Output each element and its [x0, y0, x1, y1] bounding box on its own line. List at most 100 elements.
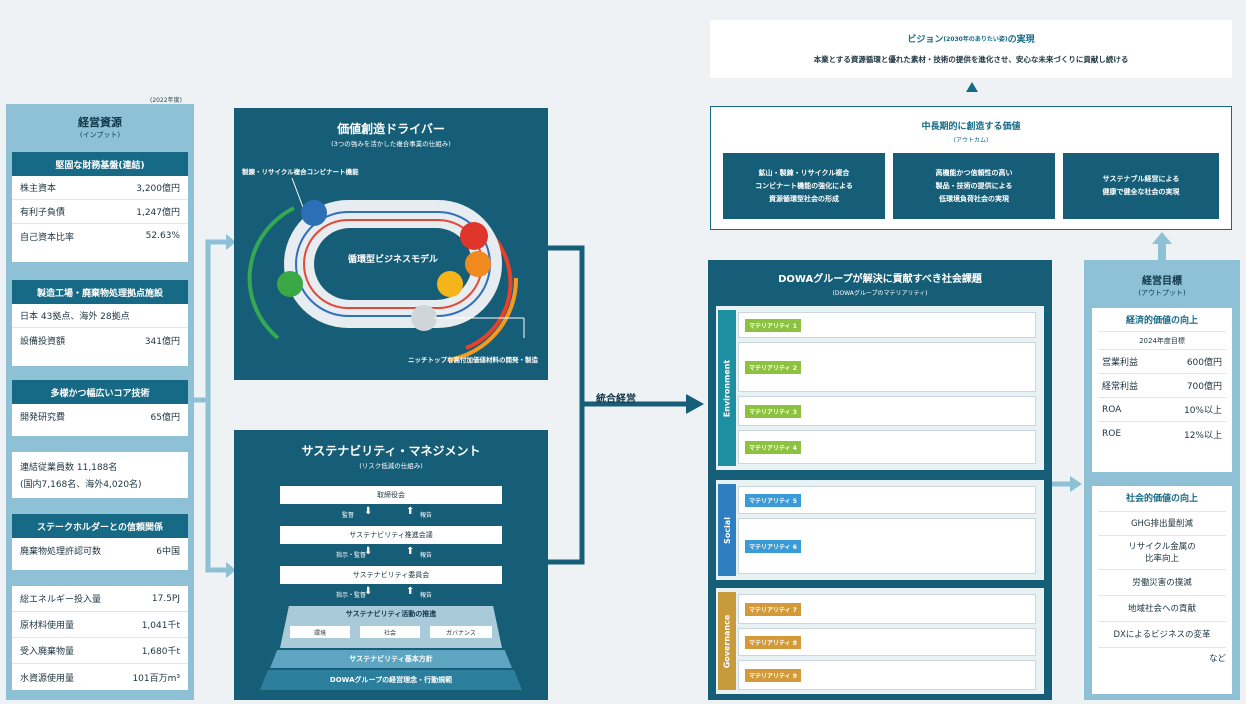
council-box: サステナビリティ推進会議 [280, 526, 502, 544]
social-item-etc: など [1208, 654, 1226, 664]
up-arrow-icon [1152, 232, 1172, 262]
materiality-text: 環境保全 [899, 441, 936, 452]
report-label: 報告 [420, 512, 433, 519]
business-model-label: 循環型ビジネスモデル [347, 255, 438, 265]
materiality-text: 社会リスク・環境リスクを低減する [846, 355, 990, 365]
materiality-panel: DOWAグループが解決に貢献すべき社会課題 (DOWAグループのマテリアリティ)… [708, 260, 1052, 700]
driver-title: 価値創造ドライバー [337, 122, 445, 136]
driver-bottom-label: ニッチトップな高付加価値材料の開発・製造 [408, 356, 538, 364]
outcome-card: 高機能かつ信頼性の高い製品・技術の提供による低環境負荷社会の実現 [893, 153, 1055, 219]
item-value: 101百万m³ [132, 673, 180, 684]
rd-box: 多様かつ幅広いコア技術 開発研究費 65億円 [12, 380, 188, 436]
goal-label: ROE [1102, 429, 1122, 439]
goals-subtitle: (アウトプット) [1138, 289, 1186, 297]
node-gray [411, 305, 437, 331]
outcome-subtitle: (アウトカム) [953, 137, 989, 144]
vision-title: ビジョン(2030年のありたい姿)の実現 [710, 32, 1232, 45]
financial-header: 堅固な財務基盤(連結) [12, 152, 188, 176]
rd-header: 多様かつ幅広いコア技術 [12, 380, 188, 404]
node-orange [465, 251, 491, 277]
item-label: 設備投資額 [20, 336, 66, 347]
plant-header: 製造工場・廃棄物処理拠点施設 [12, 280, 188, 304]
item-value: 65億円 [150, 412, 180, 423]
outcome-line: 資源循環型社会の形成 [769, 194, 839, 203]
governance-chip: ガバナンス [430, 626, 492, 638]
track-center [314, 228, 472, 300]
materiality-text: コーポレート・ガバナンスの強化 [850, 636, 986, 647]
materiality-text: 製品・サービスの拡充 [872, 368, 963, 378]
vision-title-tail: の実現 [1007, 35, 1035, 45]
green-arc [247, 206, 295, 340]
philosophy-band: DOWAグループの経営理念・行動規範 [260, 670, 522, 690]
committee-box: サステナビリティ委員会 [280, 566, 502, 584]
materiality-text: 労働安全衛生の確保 [877, 494, 959, 505]
orange-arc [447, 277, 519, 362]
goal-connector [1052, 476, 1082, 492]
env-chip: 環境 [290, 626, 350, 638]
item-label: 受入廃棄物量 [20, 647, 75, 657]
item-label: 株主資本 [20, 184, 57, 194]
employee-box: 連結従業員数 11,188名 (国内7,168名、海外4,020名) [12, 452, 188, 498]
driver-subtitle: (3つの強みを活かした複合事業の仕組み) [331, 140, 451, 148]
list-item: 日本 43拠点、海外 28拠点 [12, 304, 188, 328]
social-item: 地域社会への貢献 [1098, 596, 1226, 622]
econ-note: 2024年度目標 [1098, 332, 1226, 350]
social-value-box: 社会的価値の向上 GHG排出量削減 リサイクル金属の比率向上 労働災害の撲滅 地… [1092, 486, 1232, 694]
node-red [460, 222, 488, 250]
sustain-title: サステナビリティ・マネジメント [301, 444, 481, 458]
social-category-label: Social [722, 516, 732, 544]
outcome-line: 低環境負荷社会の実現 [939, 194, 1009, 203]
materiality-text: 気候変動対応 [890, 405, 945, 416]
promotion-label: サステナビリティ活動の推進 [345, 610, 437, 618]
materiality-item: マテリアリティ 2 社会リスク・環境リスクを低減する製品・サービスの拡充 [738, 342, 1036, 392]
vision-title-main: ビジョン [907, 35, 944, 45]
down-arrow-icon: ⬇ [364, 586, 373, 597]
report-label: 報告 [420, 552, 433, 559]
item-label: 開発研究費 [20, 412, 66, 423]
item-label: 水資源使用量 [20, 673, 75, 684]
direct-supervise-label: 指示・監督 [336, 552, 367, 559]
item-value: 52.63% [145, 231, 180, 241]
item-label: 有利子負債 [20, 208, 66, 218]
social-item: GHG排出量削減 [1098, 512, 1226, 536]
social-chip: 社会 [360, 626, 420, 638]
materiality-tag: マテリアリティ 3 [745, 404, 801, 418]
item-label: 原材料使用量 [20, 621, 75, 631]
outcome-line: 製品・技術の提供による [935, 181, 1013, 190]
item-value: 17.5PJ [151, 593, 180, 604]
goals-title: 経営目標 [1142, 276, 1182, 287]
outcome-line: 鉱山・製錬・リサイクル複合 [758, 168, 850, 177]
materiality-tag: マテリアリティ 7 [745, 602, 801, 616]
up-arrow-icon: ⬆ [406, 586, 415, 597]
item-value: 341億円 [144, 336, 180, 347]
outcome-card: サステナブル経営による健康で健全な社会の実現 [1063, 153, 1219, 219]
integrated-connector [548, 245, 704, 565]
goal-label: 営業利益 [1102, 358, 1139, 368]
econ-header: 経済的価値の向上 [1098, 308, 1226, 332]
up-arrow-icon: ⬆ [406, 506, 415, 517]
sustain-subtitle: (リスク低減の仕組み) [359, 462, 423, 470]
sustainability-panel: サステナビリティ・マネジメント (リスク低減の仕組み) 取締役会 監督 ⬇ ⬆ … [234, 430, 548, 700]
materiality-tag: マテリアリティ 2 [745, 360, 801, 374]
social-item-line: リサイクル金属の [1128, 541, 1196, 552]
outcome-card: 鉱山・製錬・リサイクル複合コンビナート機能の強化による資源循環型社会の形成 [723, 153, 885, 219]
employee-count: 連結従業員数 11,188名 [20, 463, 118, 473]
outcome-line: 高機能かつ信頼性の高い [935, 168, 1013, 177]
